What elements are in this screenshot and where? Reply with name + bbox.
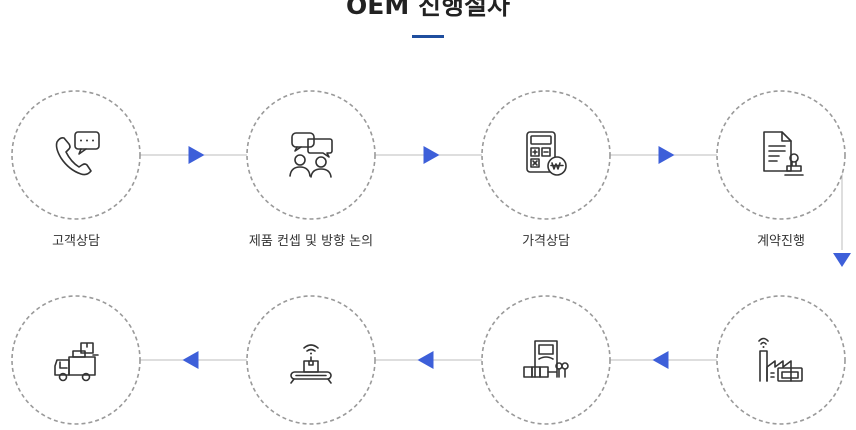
arrow-left-icon xyxy=(417,351,434,369)
dashed-circle xyxy=(716,295,846,425)
step-label-2: 제품 컨셉 및 방향 논의 xyxy=(248,234,374,249)
contract-stamp-icon xyxy=(763,131,804,176)
step-label-3: 가격상담 xyxy=(522,234,570,249)
step-4 xyxy=(716,90,846,220)
step-circles xyxy=(11,90,846,425)
arrow-right-icon xyxy=(188,146,205,164)
arrow-right-icon xyxy=(658,146,675,164)
step-6 xyxy=(481,295,611,425)
step-label-1: 고객상담 xyxy=(52,234,100,249)
calculator-won-icon xyxy=(526,131,567,176)
step-7 xyxy=(246,295,376,425)
dashed-circle xyxy=(481,295,611,425)
step-8 xyxy=(11,295,141,425)
arrow-down-icon xyxy=(833,253,851,267)
step-label-4: 계약진행 xyxy=(757,234,805,249)
dashed-circle xyxy=(11,90,141,220)
step-1 xyxy=(11,90,141,220)
dashed-circle xyxy=(716,90,846,220)
factory-icon xyxy=(758,337,803,382)
dashed-circle xyxy=(481,90,611,220)
step-5 xyxy=(716,295,846,425)
connectors xyxy=(140,146,851,369)
title-underline xyxy=(412,35,444,38)
arrow-right-icon xyxy=(423,146,440,164)
dashed-circle xyxy=(11,295,141,425)
dashed-circle xyxy=(246,90,376,220)
phone-chat-icon xyxy=(55,131,100,176)
arrow-left-icon xyxy=(182,351,199,369)
conveyor-box-icon xyxy=(290,344,332,384)
arrow-left-icon xyxy=(652,351,669,369)
step-3 xyxy=(481,90,611,220)
page-title: OEM 진행절차 xyxy=(346,0,510,20)
delivery-truck-icon xyxy=(54,342,99,382)
step-2 xyxy=(246,90,376,220)
people-discussion-icon xyxy=(289,132,333,178)
production-machine-icon xyxy=(523,340,569,378)
